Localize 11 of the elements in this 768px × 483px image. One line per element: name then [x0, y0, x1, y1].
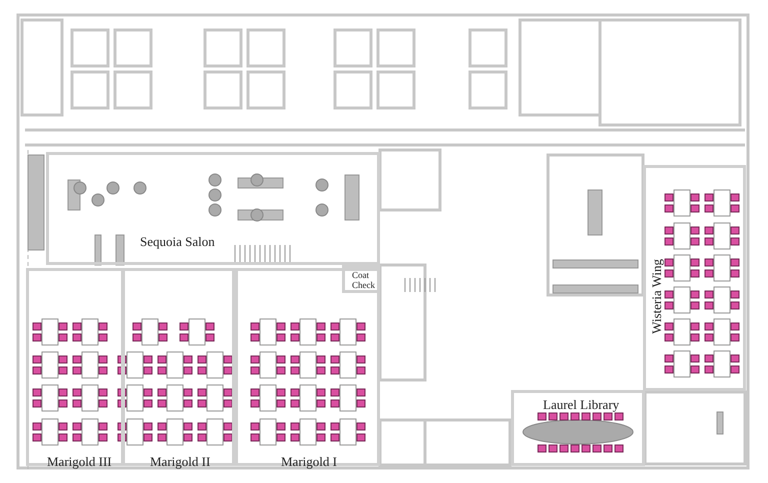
room-area	[342, 265, 380, 293]
room-label: Coat Check	[352, 271, 376, 291]
room-label: Marigold II	[150, 455, 210, 470]
room-area	[643, 165, 746, 391]
room-label: Laurel Library	[543, 398, 620, 412]
room-area	[511, 390, 645, 466]
room-area	[46, 152, 380, 265]
room-label: Sequoia Salon	[140, 235, 215, 250]
room-label: Marigold III	[47, 455, 112, 470]
room-label: Marigold I	[281, 455, 337, 470]
room-label: Wisteria Wing	[650, 259, 664, 334]
